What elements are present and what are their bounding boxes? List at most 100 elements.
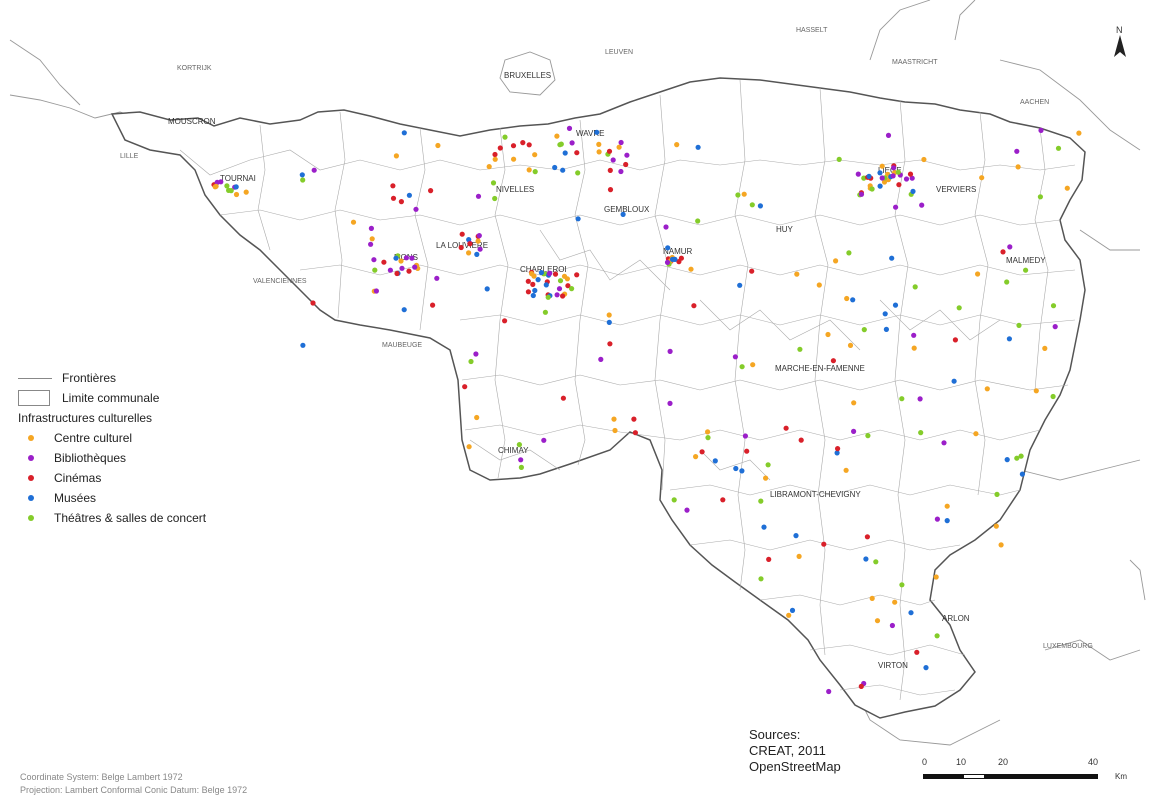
infrastructure-point <box>369 236 375 242</box>
infrastructure-point <box>475 193 482 199</box>
scale-tick-40: 40 <box>1088 757 1099 767</box>
infrastructure-point <box>739 468 745 474</box>
infrastructure-point <box>993 523 999 529</box>
infrastructure-point <box>1014 455 1020 461</box>
infrastructure-point <box>401 307 407 313</box>
infrastructure-point <box>434 275 440 281</box>
legend-borders: Frontières <box>18 368 206 388</box>
infrastructure-point <box>486 164 492 170</box>
infrastructure-point <box>1014 148 1020 154</box>
infrastructure-point <box>554 133 560 139</box>
infrastructure-point <box>1015 164 1021 170</box>
infrastructure-point <box>695 218 701 224</box>
infrastructure-point <box>877 170 883 176</box>
infrastructure-point <box>684 507 690 513</box>
map-legend: Frontières Limite communale Infrastructu… <box>18 368 206 528</box>
infrastructure-point <box>560 395 567 401</box>
infrastructure-point <box>492 195 498 202</box>
infrastructure-point <box>224 183 230 189</box>
infrastructure-point <box>631 416 637 422</box>
infrastructure-point <box>535 277 541 283</box>
infrastructure-point <box>911 345 917 351</box>
infrastructure-point <box>893 204 899 210</box>
infrastructure-point <box>476 233 482 239</box>
infrastructure-point <box>851 428 857 434</box>
infrastructure-point <box>1006 336 1013 342</box>
border-line-swatch <box>18 377 52 379</box>
infrastructure-point <box>466 250 472 256</box>
legend-communal-limit: Limite communale <box>18 388 206 408</box>
infrastructure-point <box>1076 130 1082 136</box>
infrastructure-point <box>975 271 981 277</box>
sources-line-3: OpenStreetMap <box>749 759 841 774</box>
city-kortrijk: KORTRIJK <box>177 65 212 72</box>
infrastructure-point <box>575 170 581 176</box>
infrastructure-point <box>941 440 947 446</box>
infrastructure-point <box>879 175 885 181</box>
infrastructure-point <box>403 255 409 261</box>
city-liege: LIEGE <box>878 166 902 175</box>
infrastructure-point <box>907 171 914 177</box>
infrastructure-point <box>855 171 861 177</box>
infrastructure-point <box>575 216 581 222</box>
scale-unit: Km <box>1115 772 1127 781</box>
city-charleroi: CHARLEROI <box>520 265 567 274</box>
infrastructure-point <box>678 255 685 261</box>
infrastructure-point <box>233 184 239 190</box>
infrastructure-point <box>903 176 910 182</box>
infrastructure-point <box>882 311 888 317</box>
infrastructure-point <box>664 259 671 265</box>
infrastructure-point <box>632 430 639 436</box>
infrastructure-point <box>672 256 678 262</box>
city-namur: NAMUR <box>663 247 693 256</box>
infrastructure-point <box>401 130 407 136</box>
infrastructure-point <box>766 556 772 563</box>
infrastructure-point <box>574 150 580 156</box>
infrastructure-point <box>462 384 468 390</box>
city-valenciennes: VALENCIENNES <box>253 278 307 285</box>
infrastructure-point <box>565 283 571 289</box>
coordinate-info: Coordinate System: Belge Lambert 1972 Pr… <box>20 771 247 797</box>
infrastructure-point <box>861 327 867 333</box>
legend-dot <box>28 515 34 521</box>
legend-item-label: Bibliothèques <box>54 451 127 465</box>
infrastructure-point <box>835 446 841 452</box>
city-hasselt: HASSELT <box>796 27 828 34</box>
infrastructure-point <box>594 129 600 135</box>
infrastructure-point <box>749 202 755 208</box>
city-mouscron: MOUSCRON <box>168 117 216 126</box>
infrastructure-point <box>398 199 404 205</box>
legend-dot <box>28 475 34 481</box>
infrastructure-point <box>606 148 613 154</box>
infrastructure-point <box>934 516 941 522</box>
infrastructure-point <box>834 450 840 456</box>
infrastructure-point <box>368 241 374 247</box>
infrastructure-point <box>674 142 680 148</box>
infrastructure-point <box>623 161 629 168</box>
infrastructure-point <box>612 427 618 434</box>
infrastructure-point <box>596 149 602 155</box>
infrastructure-point <box>665 245 671 251</box>
infrastructure-point <box>532 287 538 294</box>
infrastructure-point <box>409 255 415 261</box>
infrastructure-point <box>368 225 374 231</box>
infrastructure-point <box>758 498 764 504</box>
infrastructure-point <box>833 258 839 264</box>
infrastructure-point <box>558 141 564 147</box>
city-marche: MARCHE-EN-FAMENNE <box>775 364 865 373</box>
infrastructure-point <box>607 167 613 173</box>
infrastructure-point <box>914 649 920 655</box>
infrastructure-point <box>560 293 566 299</box>
infrastructure-point <box>466 444 472 450</box>
infrastructure-point <box>373 288 379 294</box>
infrastructure-point <box>616 144 622 150</box>
infrastructure-point <box>473 351 479 357</box>
city-virton: VIRTON <box>878 661 908 670</box>
infrastructure-point <box>891 165 897 171</box>
infrastructure-point <box>671 497 677 503</box>
infrastructure-point <box>554 292 560 298</box>
infrastructure-point <box>552 164 558 171</box>
infrastructure-point <box>538 270 545 276</box>
legend-dot <box>28 495 34 501</box>
infrastructure-point <box>712 458 718 464</box>
